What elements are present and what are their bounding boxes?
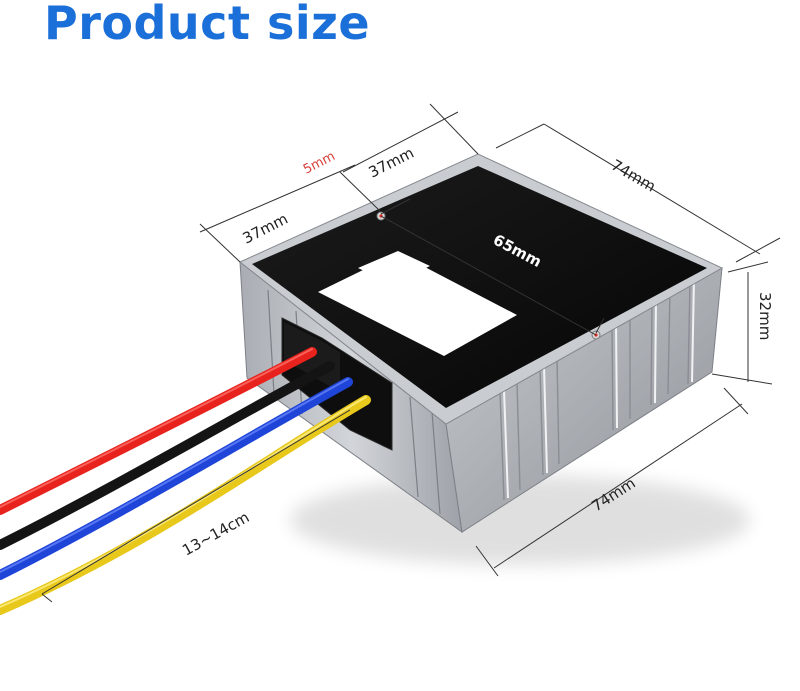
dim-length-top: 74mm: [608, 156, 659, 196]
dim-half-width-top: 37mm: [366, 144, 417, 182]
wire-black: [0, 361, 335, 550]
wire-highlights: [0, 396, 367, 608]
top-panel: [252, 166, 707, 408]
dimension-lines: [41, 103, 781, 603]
page-title: Product size: [44, 0, 371, 50]
wire-highlights: [0, 378, 349, 573]
product-label-tab: [358, 251, 430, 284]
dim-hole-offset: 5mm: [301, 149, 338, 178]
wire-blue: [0, 377, 353, 580]
heatsink-fin-lines-side: [499, 278, 691, 501]
product-label: [318, 253, 517, 356]
ground-shadow: [290, 475, 750, 565]
heatsink-fin-highlights: [503, 276, 695, 499]
converter-housing: [239, 153, 724, 534]
dim-cable-length: 13~14cm: [179, 508, 252, 559]
dim-height: 32mm: [756, 292, 774, 340]
wire-highlights: [0, 348, 313, 508]
wire-red: [0, 347, 317, 515]
